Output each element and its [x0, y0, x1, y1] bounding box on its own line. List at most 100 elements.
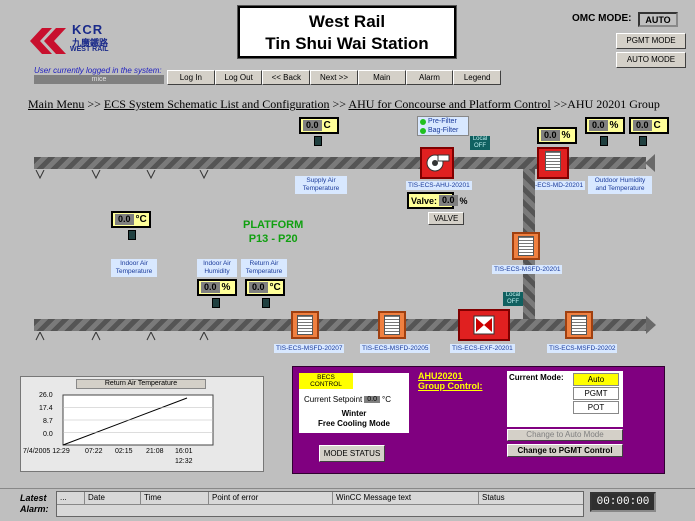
mode-status-button[interactable]: MODE STATUS — [319, 445, 385, 462]
outdoor-humidity-box: 0.0 % — [585, 117, 625, 134]
legend-button[interactable]: Legend — [453, 70, 502, 85]
msfd-20201[interactable] — [512, 232, 540, 260]
latest-alarm-label: Latest Alarm: — [20, 493, 49, 515]
valve-button[interactable]: VALVE — [428, 212, 464, 225]
return-air-trend-panel: Return Air Temperature 26.0 17.4 8.7 0.0… — [20, 376, 264, 472]
user-name: mice — [34, 75, 164, 84]
return-air-sensor-icon — [262, 298, 270, 308]
valve-value: 0.0 — [439, 195, 458, 206]
clock-display: 00:00:00 — [590, 492, 656, 512]
logo-kcr-text: KCR — [72, 22, 104, 37]
md-unit: % — [561, 130, 571, 141]
alarm-col-message: WinCC Message text — [333, 492, 479, 504]
exhaust-fan-icon — [473, 315, 495, 335]
msfd-20202-label: TIS-ECS-MSFD-20202 — [547, 344, 618, 353]
indoor-air-temp-box: 0.0 °C — [111, 211, 151, 228]
msfd-20207[interactable] — [291, 311, 319, 339]
outdoor-label: Outdoor Humidity and Temperature — [588, 176, 652, 194]
msfd-20205-label: TIS-ECS-MSFD-20205 — [360, 344, 431, 353]
alarm-label1: Latest — [20, 493, 47, 503]
supply-air-temp-box: 0.0 C — [299, 117, 339, 134]
change-auto-button[interactable]: Change to Auto Mode — [507, 429, 623, 441]
breadcrumb-sep: >> — [84, 97, 104, 111]
alarm-button[interactable]: Alarm — [405, 70, 454, 85]
indoor-humidity-box: 0.0 % — [197, 279, 237, 296]
alarm-col-time: Time — [141, 492, 209, 504]
ahu-unit[interactable] — [420, 147, 454, 179]
logo-westrail-text: WEST RAIL — [70, 46, 109, 53]
x-tick-3: 21:08 — [146, 448, 164, 455]
diffuser-row — [34, 169, 234, 180]
exhaust-fan-exf-20201[interactable] — [458, 309, 510, 341]
x-tick-last: 12:32 — [175, 458, 193, 465]
platform-line1: PLATFORM — [243, 219, 304, 231]
off-text: OFF — [474, 143, 486, 149]
md-box: 0.0 % — [537, 127, 577, 144]
supply-air-temp-unit: C — [323, 120, 331, 131]
platform-line2: P13 - P20 — [248, 233, 298, 245]
msfd-20202[interactable] — [565, 311, 593, 339]
breadcrumb-main-menu[interactable]: Main Menu — [28, 97, 85, 111]
kcr-chevron-icon — [30, 28, 66, 54]
outdoor-humidity-value: 0.0 — [589, 120, 608, 131]
becs-mode-line2: Free Cooling Mode — [318, 419, 390, 428]
becs-header1: BECS — [317, 374, 335, 381]
auto-mode-button[interactable]: AUTO MODE — [616, 52, 686, 68]
supply-air-sensor-icon — [314, 136, 322, 146]
fire-damper-icon — [518, 236, 534, 256]
outdoor-temp-unit: C — [653, 120, 661, 131]
return-grille-row — [34, 330, 224, 342]
breadcrumb-ecs-list[interactable]: ECS System Schematic List and Configurat… — [103, 97, 330, 111]
supply-air-label: Supply Air Temperature — [295, 176, 347, 194]
breadcrumb-sep: >> — [329, 97, 349, 111]
alarm-col-point: Point of error — [209, 492, 333, 504]
platform-label: PLATFORM P13 - P20 — [243, 218, 303, 246]
mode-pgmt: PGMT — [573, 387, 619, 400]
back-button[interactable]: << Back — [262, 70, 311, 85]
login-button[interactable]: Log In — [167, 70, 215, 85]
pgmt-mode-button[interactable]: PGMT MODE — [616, 33, 686, 49]
logout-button[interactable]: Log Out — [214, 70, 263, 85]
msfd-20205[interactable] — [378, 311, 406, 339]
setpoint-value: 0.0 — [364, 396, 380, 403]
y-tick-17: 17.4 — [39, 405, 53, 412]
group-title1: AHU20201 — [418, 371, 463, 381]
breadcrumb-ahu-control[interactable]: AHU for Concourse and Platform Control — [348, 97, 551, 111]
setpoint-unit: °C — [382, 395, 391, 404]
return-air-temp-box: 0.0 °C — [245, 279, 285, 296]
kcr-logo: KCR 九廣鐵路 WEST RAIL — [28, 22, 118, 58]
trend-line — [62, 397, 188, 446]
becs-mode-line1: Winter — [341, 409, 367, 418]
indoor-air-sensor-icon — [128, 230, 136, 240]
mode-pot: POT — [573, 401, 619, 414]
md-damper[interactable] — [537, 147, 569, 179]
station-title: West Rail Tin Shui Wai Station — [237, 5, 457, 59]
md-label: TIS-ECS-MD-20201 — [523, 181, 586, 190]
y-tick-8: 8.7 — [43, 418, 53, 425]
indoor-humidity-unit: % — [221, 282, 231, 293]
alarm-label2: Alarm: — [20, 504, 49, 514]
pre-filter-led-icon — [420, 118, 426, 125]
y-tick-26: 26.0 — [39, 392, 53, 399]
outdoor-temp-value: 0.0 — [633, 120, 652, 131]
indoor-air-temp-unit: °C — [135, 214, 147, 225]
indoor-air-label: Indoor Air Temperature — [111, 259, 157, 277]
title-line1: West Rail — [308, 12, 386, 31]
supply-duct — [34, 157, 646, 169]
valve-box: Valve: 0.0 % — [407, 192, 468, 209]
x-tick-0: 7/4/2005 12:29 — [23, 448, 70, 455]
alarm-col-dots: ... — [57, 492, 85, 504]
x-tick-4: 16:01 — [175, 448, 193, 455]
group-control-title: AHU20201 Group Control: — [418, 371, 483, 391]
change-pgmt-button[interactable]: Change to PGMT Control — [507, 444, 623, 457]
fan-icon — [426, 154, 450, 172]
alarm-col-date: Date — [85, 492, 141, 504]
main-button[interactable]: Main — [357, 70, 406, 85]
indoor-humidity-value: 0.0 — [201, 282, 220, 293]
alarm-table[interactable]: ... Date Time Point of error WinCC Messa… — [56, 491, 584, 517]
next-button[interactable]: Next >> — [310, 70, 358, 85]
exf-20201-label: TIS-ECS-EXF-20201 — [450, 344, 515, 353]
